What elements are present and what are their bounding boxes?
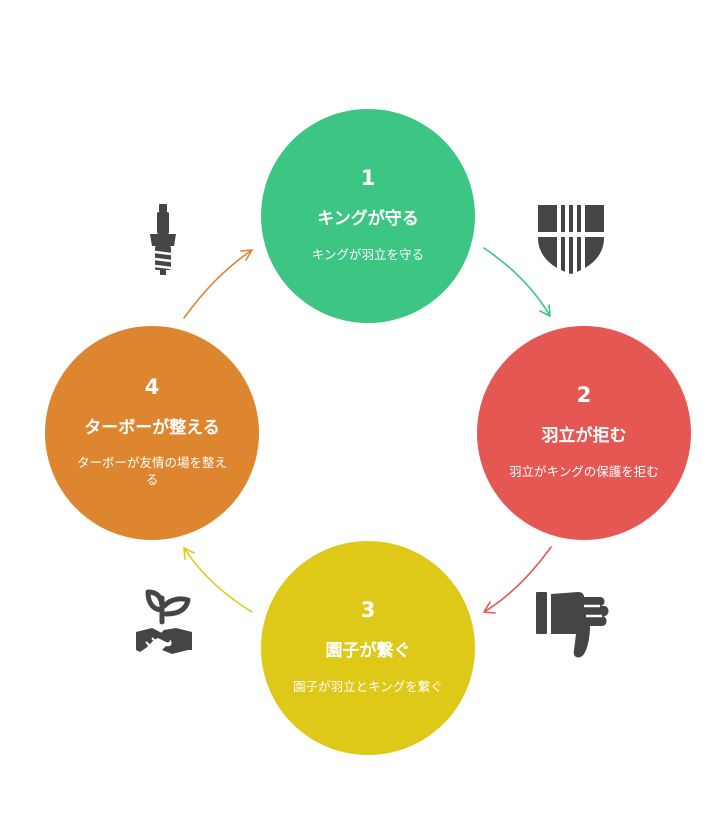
- arrow-1-to-2: [483, 247, 551, 317]
- step-1-circle: 1 キングが守る キングが羽立を守る: [261, 109, 475, 323]
- spark-plug-icon: [150, 204, 176, 275]
- step-description: ターボーが友情の場を整える: [76, 455, 227, 488]
- arrow-4-to-1: [183, 249, 253, 319]
- arrow-3-to-4: [183, 547, 253, 613]
- arrow-2-to-3: [483, 546, 552, 614]
- handshake-sprout-icon: [136, 589, 192, 654]
- step-3-circle: 3 園子が繋ぐ 園子が羽立とキングを繋ぐ: [261, 541, 475, 755]
- thumbs-down-icon: [536, 592, 609, 658]
- step-number: 1: [360, 166, 376, 191]
- step-title: キングが守る: [317, 209, 419, 230]
- step-number: 2: [576, 383, 592, 408]
- step-description: 園子が羽立とキングを繋ぐ: [293, 678, 443, 694]
- step-title: ターボーが整える: [84, 417, 220, 438]
- step-number: 4: [144, 374, 160, 399]
- step-description: キングが羽立を守る: [311, 246, 425, 262]
- step-title: 園子が繋ぐ: [325, 641, 411, 662]
- step-description: 羽立がキングの保護を拒む: [509, 463, 659, 479]
- step-4-circle: 4 ターボーが整える ターボーが友情の場を整える: [45, 326, 259, 540]
- step-title: 羽立が拒む: [541, 426, 627, 447]
- step-number: 3: [360, 598, 376, 623]
- shield-icon: [538, 205, 604, 275]
- step-2-circle: 2 羽立が拒む 羽立がキングの保護を拒む: [477, 326, 691, 540]
